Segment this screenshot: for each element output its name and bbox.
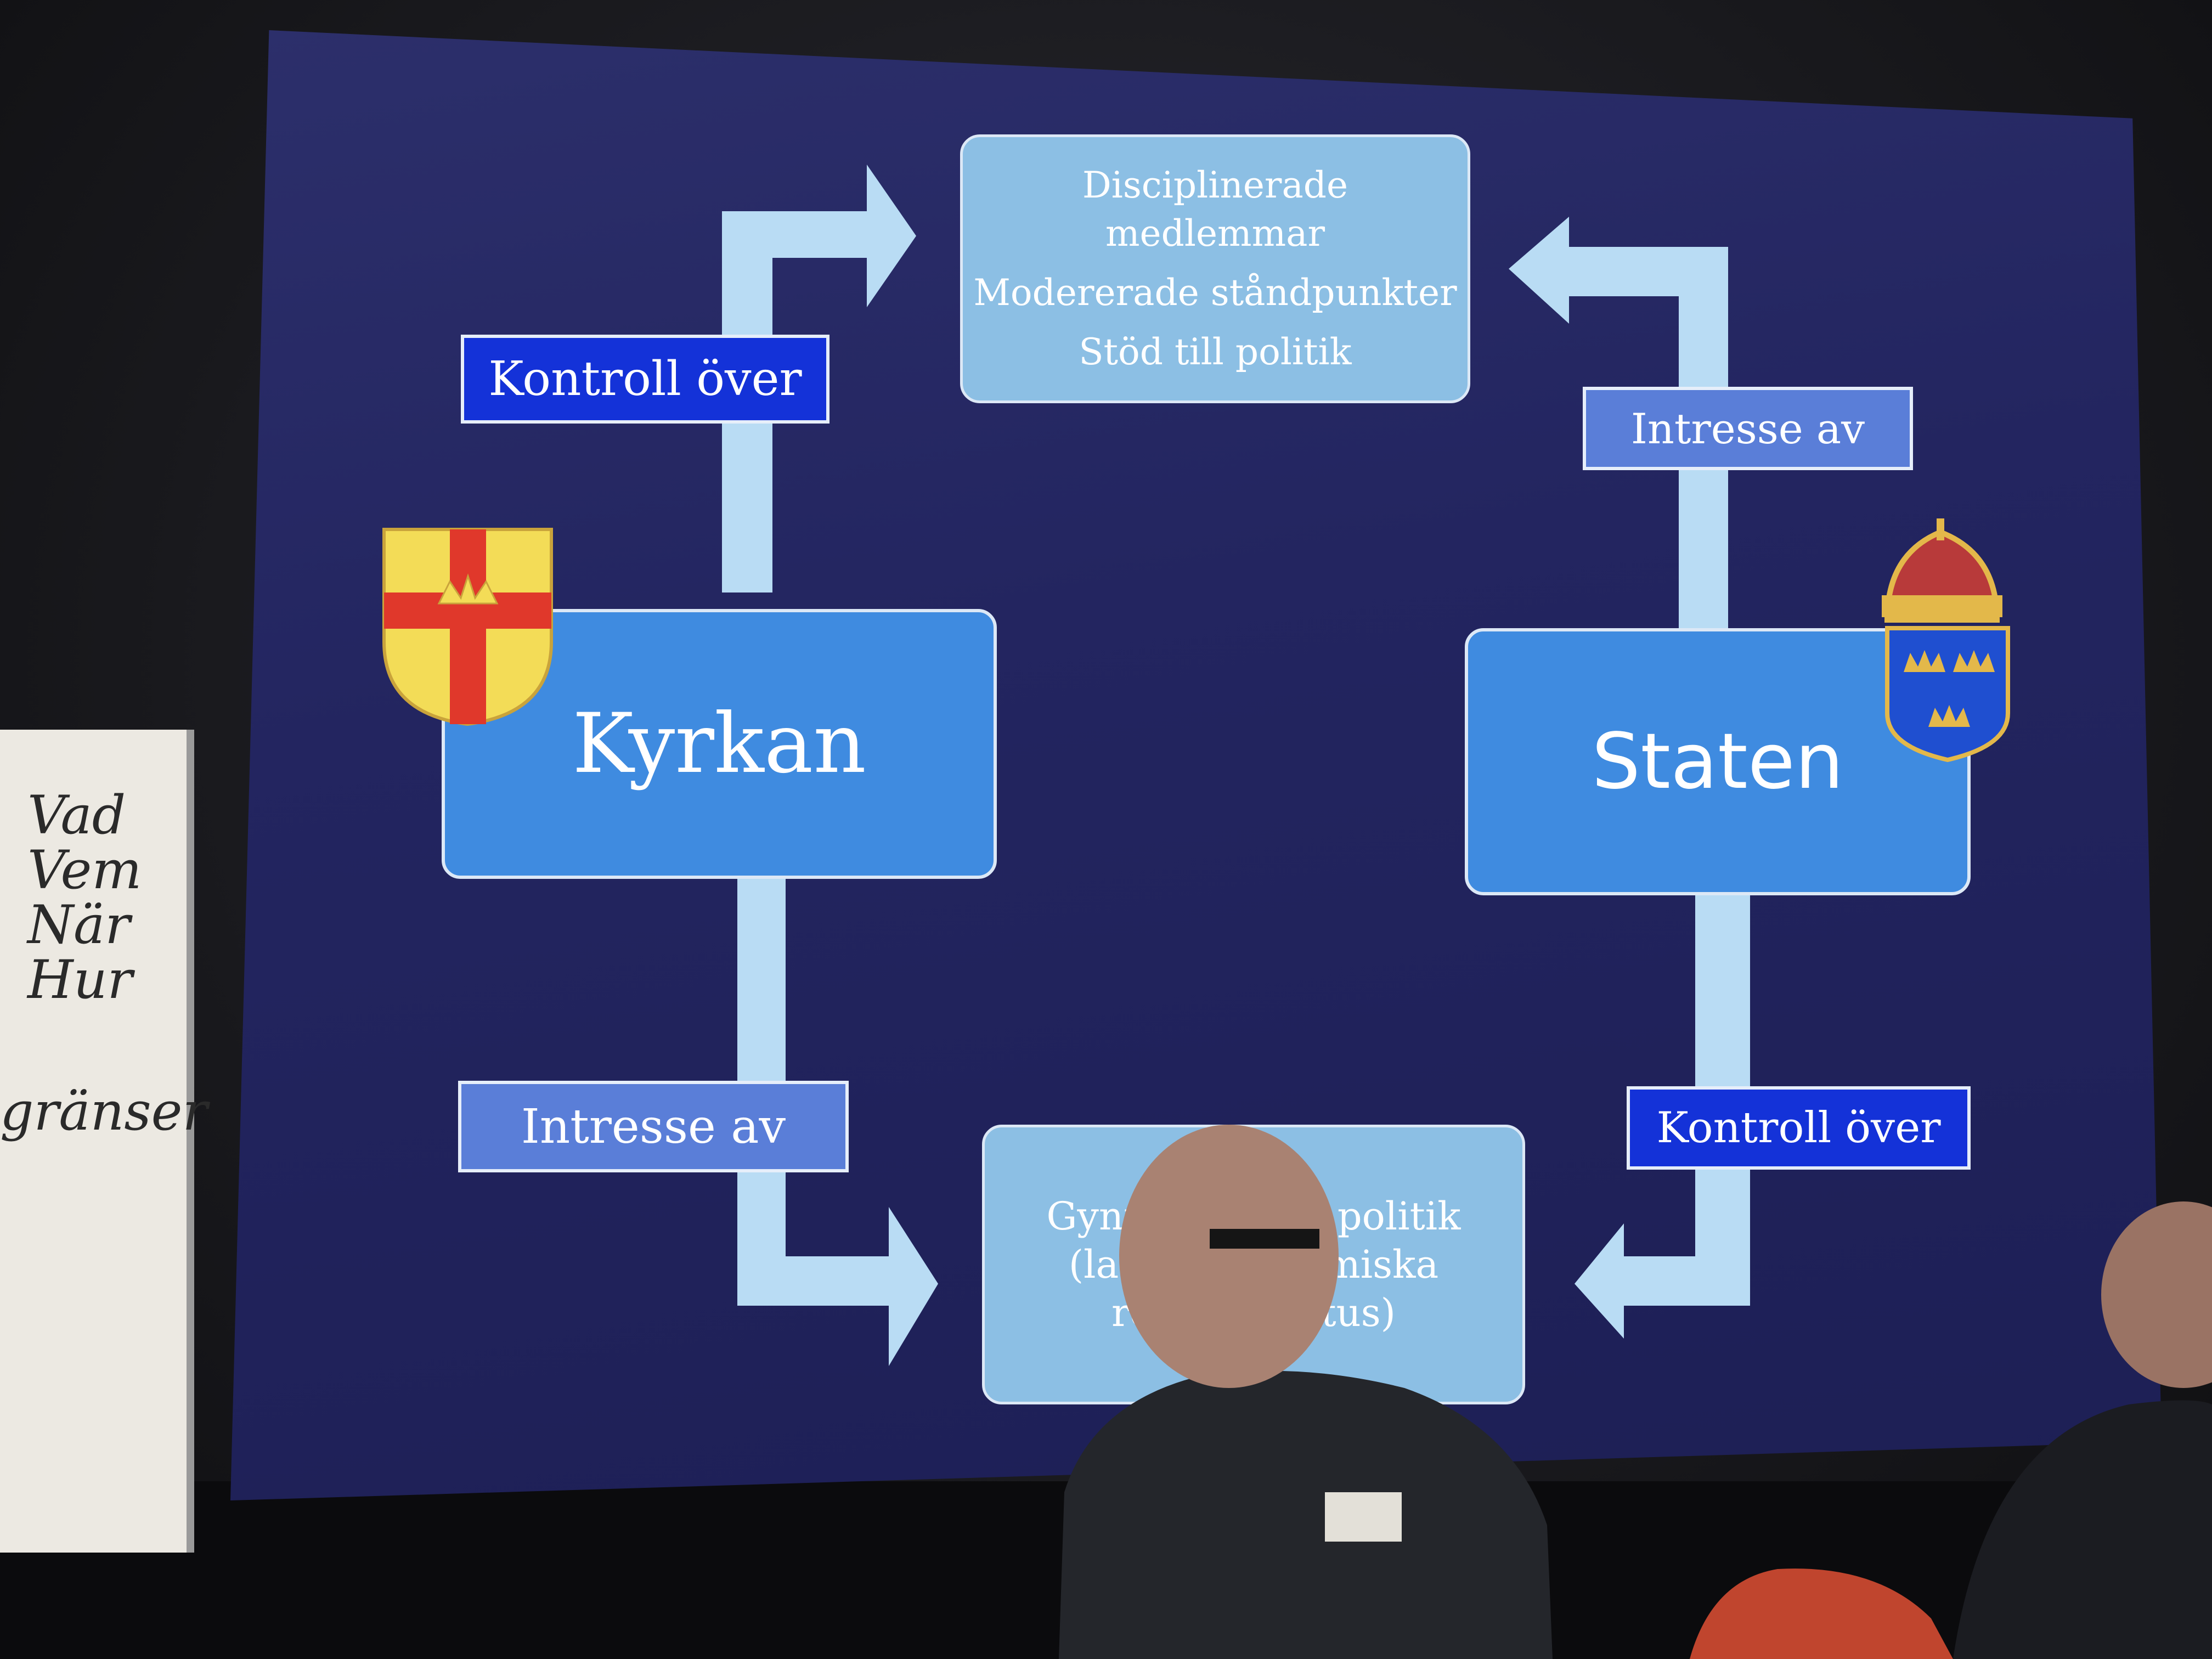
whiteboard-line: Hur — [27, 949, 133, 1011]
whiteboard-line: Vad — [27, 785, 126, 846]
whiteboard: Vad Vem När Hur gränser — [0, 730, 207, 1553]
label-kontroll-over-bottom: Kontroll över — [1627, 1086, 1971, 1170]
top-outcome-box: Disciplinerade medlemmar Modererade stån… — [960, 134, 1470, 403]
presenter-head — [1119, 1125, 1339, 1388]
kyrkan-label: Kyrkan — [572, 696, 866, 792]
staten-label: Staten — [1592, 717, 1844, 806]
whiteboard-line: Vem — [27, 839, 142, 901]
top-box-line: medlemmar — [1105, 212, 1325, 255]
top-box-line: Modererade ståndpunkter — [973, 272, 1457, 314]
kyrkan-box: Kyrkan — [442, 609, 997, 879]
label-text: Intresse av — [521, 1099, 786, 1154]
whiteboard-line: När — [27, 894, 131, 956]
audience-member — [1953, 1400, 2212, 1659]
label-intresse-av-bottom: Intresse av — [458, 1081, 849, 1172]
top-box-line: Disciplinerade — [1082, 164, 1348, 206]
label-text: Kontroll över — [1656, 1103, 1941, 1153]
label-kontroll-over-top: Kontroll över — [461, 335, 830, 424]
label-text: Intresse av — [1630, 404, 1865, 453]
top-box-line: Stöd till politik — [1079, 331, 1352, 373]
label-intresse-av-top: Intresse av — [1583, 387, 1913, 470]
arrow-kyrkan-to-top — [722, 165, 916, 592]
red-chair — [1690, 1568, 1953, 1659]
arrow-staten-to-bottom — [1575, 889, 1750, 1339]
whiteboard-line: gränser — [0, 1081, 208, 1142]
label-text: Kontroll över — [488, 352, 802, 407]
presenter-silhouette — [1059, 1370, 1553, 1659]
